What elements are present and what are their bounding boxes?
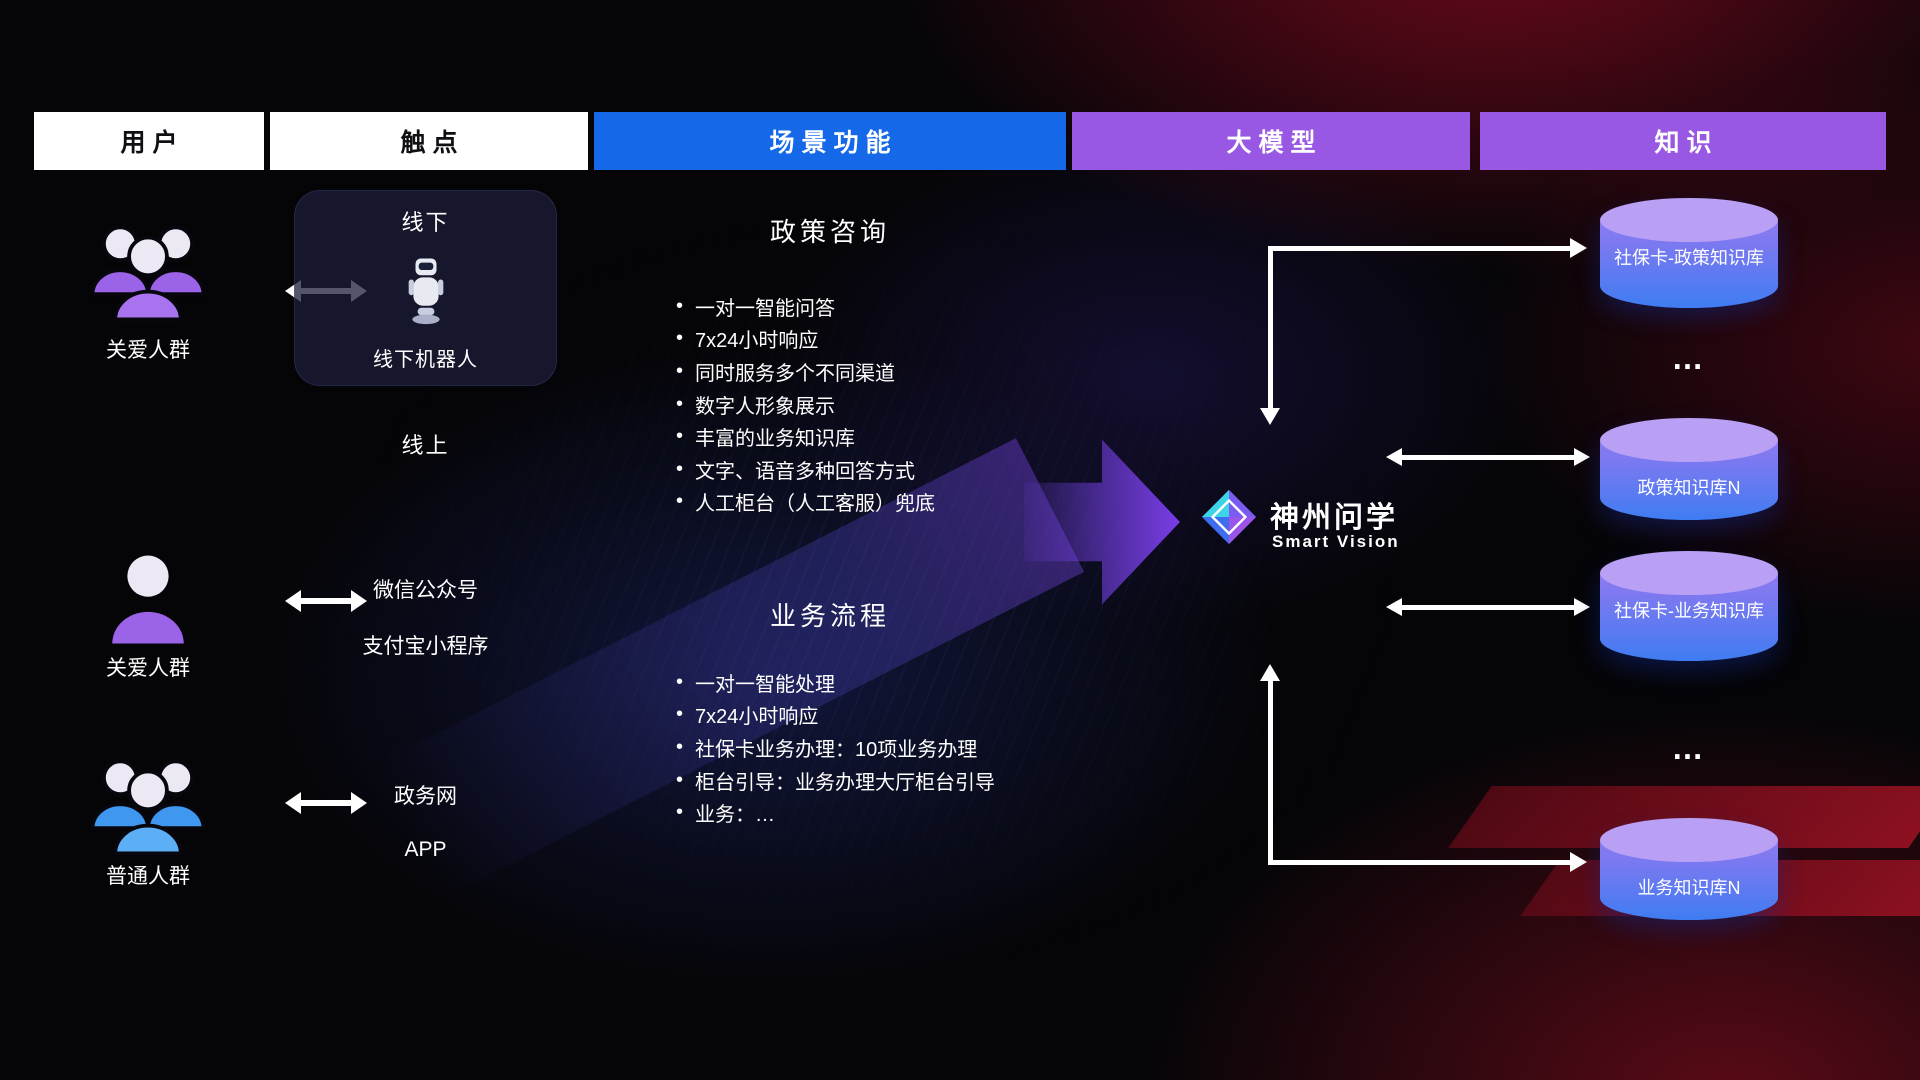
channel-wechat: 微信公众号 bbox=[373, 579, 478, 602]
channel-app: APP bbox=[404, 838, 447, 861]
list-item: 一对一智能处理 bbox=[676, 666, 995, 699]
db-label: 社保卡-业务知识库 bbox=[1614, 601, 1764, 621]
list-item: 柜台引导：业务办理大厅柜台引导 bbox=[676, 764, 995, 797]
scenario-title-business: 业务流程 bbox=[769, 601, 891, 631]
user-group1-label: 关爱人群 bbox=[106, 339, 190, 362]
user-group-purple-icon bbox=[85, 216, 211, 332]
header-knowledge: 知识 bbox=[1480, 112, 1886, 170]
knowledge-ellipsis-2: … bbox=[1671, 730, 1707, 766]
business-process-list: 一对一智能处理 7x24小时响应 社保卡业务办理：10项业务办理 柜台引导：业务… bbox=[676, 666, 995, 829]
user-group-blue-icon bbox=[85, 750, 211, 866]
arrow-model-db2 bbox=[1386, 448, 1590, 466]
knowledge-db-policy-n: 政策知识库N bbox=[1600, 418, 1778, 520]
robot-icon bbox=[405, 245, 447, 337]
list-item: 7x24小时响应 bbox=[676, 699, 995, 732]
header-model: 大模型 bbox=[1072, 112, 1470, 170]
list-item: 一对一智能问答 bbox=[676, 290, 935, 323]
db-label: 政策知识库N bbox=[1637, 478, 1741, 498]
smart-vision-logo-icon bbox=[1200, 488, 1258, 551]
header-scene: 场景功能 bbox=[594, 112, 1066, 170]
list-item: 业务：… bbox=[676, 796, 995, 829]
online-label: 线上 bbox=[401, 433, 450, 458]
knowledge-ellipsis-1: … bbox=[1671, 340, 1707, 376]
user-touchpoint-arrow-3 bbox=[285, 792, 367, 814]
model-subtitle: Smart Vision bbox=[1272, 532, 1400, 551]
model-name: 神州问学 bbox=[1270, 502, 1399, 534]
offline-caption: 线下机器人 bbox=[373, 349, 478, 371]
scenario-title-policy: 政策咨询 bbox=[769, 217, 891, 247]
list-item: 7x24小时响应 bbox=[676, 323, 935, 356]
user-group3-label: 普通人群 bbox=[106, 865, 190, 888]
channel-alipay: 支付宝小程序 bbox=[362, 635, 489, 658]
list-item: 社保卡业务办理：10项业务办理 bbox=[676, 731, 995, 764]
list-item: 丰富的业务知识库 bbox=[676, 420, 935, 453]
offline-title: 线下 bbox=[401, 210, 450, 235]
flow-arrow bbox=[1024, 439, 1180, 605]
policy-consult-list: 一对一智能问答 7x24小时响应 同时服务多个不同渠道 数字人形象展示 丰富的业… bbox=[676, 290, 935, 518]
user-person2-label: 关爱人群 bbox=[106, 657, 190, 680]
header-user: 用户 bbox=[34, 112, 264, 170]
knowledge-db-business-n: 业务知识库N bbox=[1600, 818, 1778, 920]
channel-gov-web: 政务网 bbox=[394, 785, 457, 808]
knowledge-db-policy-ssc: 社保卡-政策知识库 bbox=[1600, 198, 1778, 308]
knowledge-db-business-ssc: 社保卡-业务知识库 bbox=[1600, 551, 1778, 661]
list-item: 同时服务多个不同渠道 bbox=[676, 355, 935, 388]
header-touchpoint: 触点 bbox=[270, 112, 588, 170]
offline-robot-card: 线下 线下机器人 bbox=[294, 190, 557, 386]
list-item: 文字、语音多种回答方式 bbox=[676, 453, 935, 486]
db-label: 社保卡-政策知识库 bbox=[1614, 248, 1764, 268]
list-item: 数字人形象展示 bbox=[676, 388, 935, 421]
arrow-model-db3 bbox=[1386, 598, 1590, 616]
list-item: 人工柜台（人工客服）兜底 bbox=[676, 486, 935, 519]
user-person-purple-icon bbox=[104, 550, 192, 654]
db-label: 业务知识库N bbox=[1637, 878, 1741, 898]
user-touchpoint-arrow-2 bbox=[285, 590, 367, 612]
